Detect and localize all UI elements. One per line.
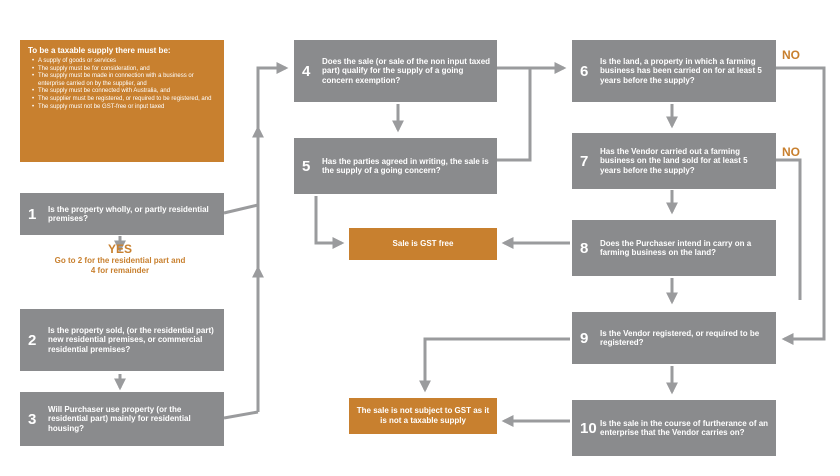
question-number: 8 [580, 239, 589, 257]
criteria-item: The supply must not be GST-free or input… [32, 104, 216, 112]
question-text: Does the sale (or sale of the non input … [322, 56, 491, 85]
question-text: Is the property wholly, or partly reside… [48, 204, 209, 224]
no-label-6: NO [782, 48, 800, 62]
question-number: 5 [302, 157, 311, 175]
criteria-item: The supply must be made in connection wi… [32, 73, 216, 88]
question-8-box: 8 Does the Purchaser intend in carry on … [572, 220, 776, 276]
question-text: Is the property sold, (or the residentia… [48, 325, 214, 354]
criteria-item: The supply must be connected with Austra… [32, 88, 216, 96]
criteria-heading: To be a taxable supply there must be: [28, 46, 171, 55]
question-5-box: 5 Has the parties agreed in writing, the… [294, 138, 497, 194]
question-number: 9 [580, 329, 589, 347]
question-4-box: 4 Does the sale (or sale of the non inpu… [294, 40, 497, 102]
question-text: Has the Vendor carried out a farming bus… [600, 146, 748, 175]
question-number: 1 [28, 205, 37, 223]
criteria-item: A supply of goods or services [32, 58, 216, 66]
question-number: 3 [28, 410, 37, 428]
question-3-box: 3 Will Purchaser use property (or the re… [20, 392, 224, 446]
question-text: Is the sale in the course of furtherance… [600, 418, 769, 438]
question-text: Does the Purchaser intend in carry on a … [600, 238, 752, 258]
question-10-box: 10 Is the sale in the course of furthera… [572, 400, 776, 456]
criteria-item: The supply must be for consideration, an… [32, 66, 216, 74]
question-text: Is the Vendor registered, or required to… [600, 328, 760, 348]
question-1-box: 1 Is the property wholly, or partly resi… [20, 193, 224, 235]
question-2-box: 2 Is the property sold, (or the resident… [20, 309, 224, 371]
no-label-7: NO [782, 145, 800, 159]
question-number: 7 [580, 152, 589, 170]
question-7-box: 7 Has the Vendor carried out a farming b… [572, 133, 776, 189]
not-taxable-result: The sale is not subject to GST as it is … [349, 398, 497, 434]
question-text: Has the parties agreed in writing, the s… [322, 156, 489, 176]
gst-free-result: Sale is GST free [349, 228, 497, 260]
question-text: Will Purchaser use property (or the resi… [48, 404, 191, 433]
yes-label: YES [107, 242, 132, 256]
question-text: Is the land, a property in which a farmi… [600, 56, 762, 85]
question-number: 10 [580, 419, 597, 437]
question-number: 4 [302, 62, 311, 80]
question-number: 6 [580, 62, 589, 80]
yes-instruction: Go to 2 for the residential part and 4 f… [54, 256, 186, 275]
taxable-supply-criteria: To be a taxable supply there must be: A … [20, 40, 224, 162]
question-9-box: 9 Is the Vendor registered, or required … [572, 312, 776, 364]
criteria-item: The supplier must be registered, or requ… [32, 96, 216, 104]
question-number: 2 [28, 331, 37, 349]
question-6-box: 6 Is the land, a property in which a far… [572, 40, 776, 102]
criteria-list: A supply of goods or services The supply… [28, 58, 216, 111]
